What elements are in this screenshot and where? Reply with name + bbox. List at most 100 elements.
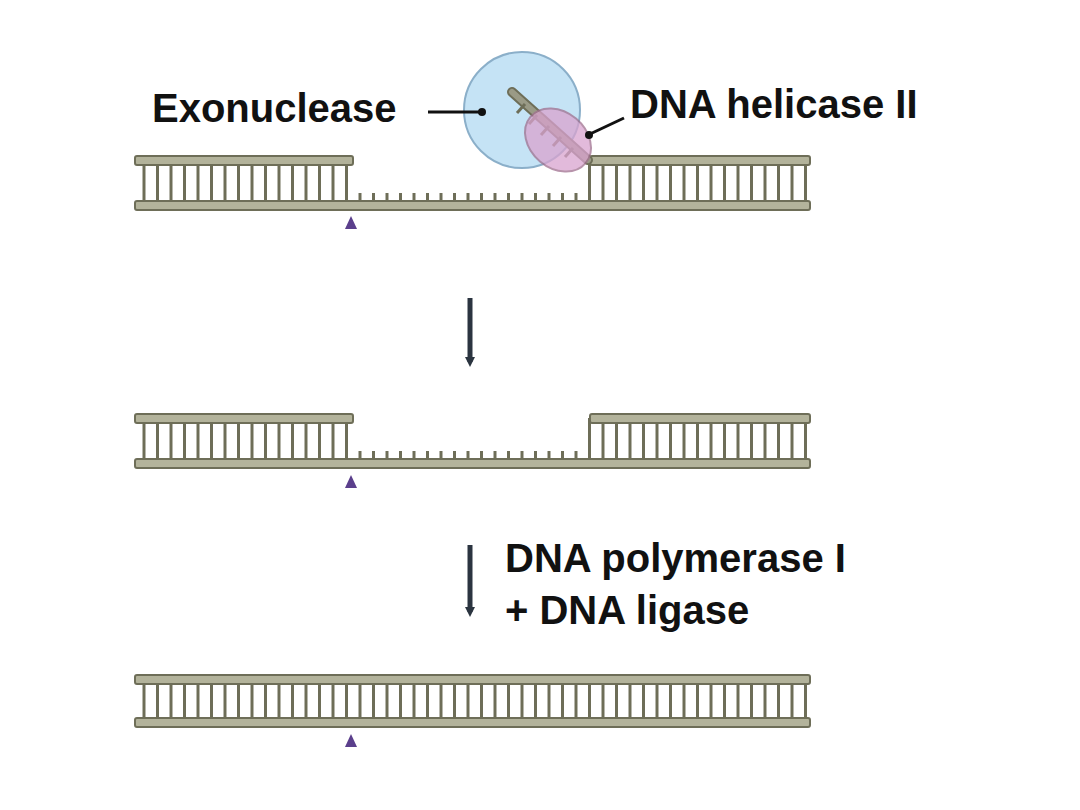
base-pair (264, 679, 267, 722)
base-pair (750, 679, 753, 722)
dna-strand (590, 414, 810, 423)
base-pair (156, 679, 159, 722)
step-arrow (468, 545, 473, 612)
base-pair (264, 160, 267, 205)
base-pair (696, 418, 699, 463)
base-pair (683, 679, 686, 722)
base-pair (467, 679, 470, 722)
base-pair (777, 418, 780, 463)
helicase-shape (512, 95, 603, 184)
dna-strand (135, 414, 353, 423)
base-pair (170, 679, 173, 722)
base-pair (750, 418, 753, 463)
base-pair (602, 418, 605, 463)
base-pair (345, 418, 348, 463)
base-pair (791, 679, 794, 722)
base-pair (170, 160, 173, 205)
base-pair (656, 679, 659, 722)
step-arrow (468, 298, 473, 362)
enzyme-label: DNA helicase II (630, 78, 918, 130)
base-pair (764, 679, 767, 722)
base-pair (318, 679, 321, 722)
base-pair (345, 160, 348, 205)
base-pair (332, 679, 335, 722)
mismatch-marker (345, 475, 357, 488)
dna-strand (135, 156, 353, 165)
base-pair (723, 418, 726, 463)
base-pair (669, 418, 672, 463)
base-pair (777, 160, 780, 205)
base-pair (494, 679, 497, 722)
base-pair (251, 679, 254, 722)
base-pair (683, 418, 686, 463)
base-pair (237, 418, 240, 463)
base-pair (426, 679, 429, 722)
base-pair (696, 160, 699, 205)
base-pair (602, 679, 605, 722)
base-pair (750, 160, 753, 205)
base-pair (588, 418, 591, 463)
leader-line (590, 118, 624, 134)
dna-strand (135, 459, 810, 468)
base-pair (183, 160, 186, 205)
base-pair (143, 679, 146, 722)
mismatch-marker (345, 734, 357, 747)
base-pair (291, 160, 294, 205)
base-pair (723, 679, 726, 722)
base-pair (710, 418, 713, 463)
base-pair (453, 679, 456, 722)
base-pair (399, 679, 402, 722)
base-pair (197, 679, 200, 722)
base-pair (224, 679, 227, 722)
base-pair (642, 160, 645, 205)
enzyme-label: DNA polymerase I + DNA ligase (505, 532, 865, 636)
base-pair (224, 160, 227, 205)
base-pair (615, 679, 618, 722)
base-pair (318, 160, 321, 205)
base-pair (251, 418, 254, 463)
base-pair (251, 160, 254, 205)
base-pair (210, 160, 213, 205)
base-pair (332, 160, 335, 205)
base-pair (521, 679, 524, 722)
base-pair (696, 679, 699, 722)
base-pair (737, 418, 740, 463)
base-pair (507, 679, 510, 722)
base-pair (615, 418, 618, 463)
base-pair (210, 418, 213, 463)
base-pair (440, 679, 443, 722)
base-pair (669, 160, 672, 205)
base-pair (534, 679, 537, 722)
base-pair (278, 160, 281, 205)
base-pair (642, 679, 645, 722)
dna-strand (135, 718, 810, 727)
base-pair (764, 160, 767, 205)
base-pair (237, 160, 240, 205)
base-pair (291, 418, 294, 463)
base-pair (386, 679, 389, 722)
base-pair (318, 418, 321, 463)
base-pair (197, 160, 200, 205)
base-pair (183, 679, 186, 722)
base-pair (210, 679, 213, 722)
base-pair (413, 679, 416, 722)
base-pair (156, 418, 159, 463)
base-pair (615, 160, 618, 205)
base-pair (777, 679, 780, 722)
base-pair (764, 418, 767, 463)
base-pair (791, 418, 794, 463)
base-pair (291, 679, 294, 722)
base-pair (305, 160, 308, 205)
base-pair (305, 418, 308, 463)
base-pair (602, 160, 605, 205)
base-pair (278, 679, 281, 722)
base-pair (629, 418, 632, 463)
base-pair (224, 418, 227, 463)
base-pair (804, 418, 807, 463)
base-pair (710, 679, 713, 722)
base-pair (305, 679, 308, 722)
mismatch-marker (345, 216, 357, 229)
base-pair (804, 679, 807, 722)
base-pair (143, 418, 146, 463)
base-pair (237, 679, 240, 722)
